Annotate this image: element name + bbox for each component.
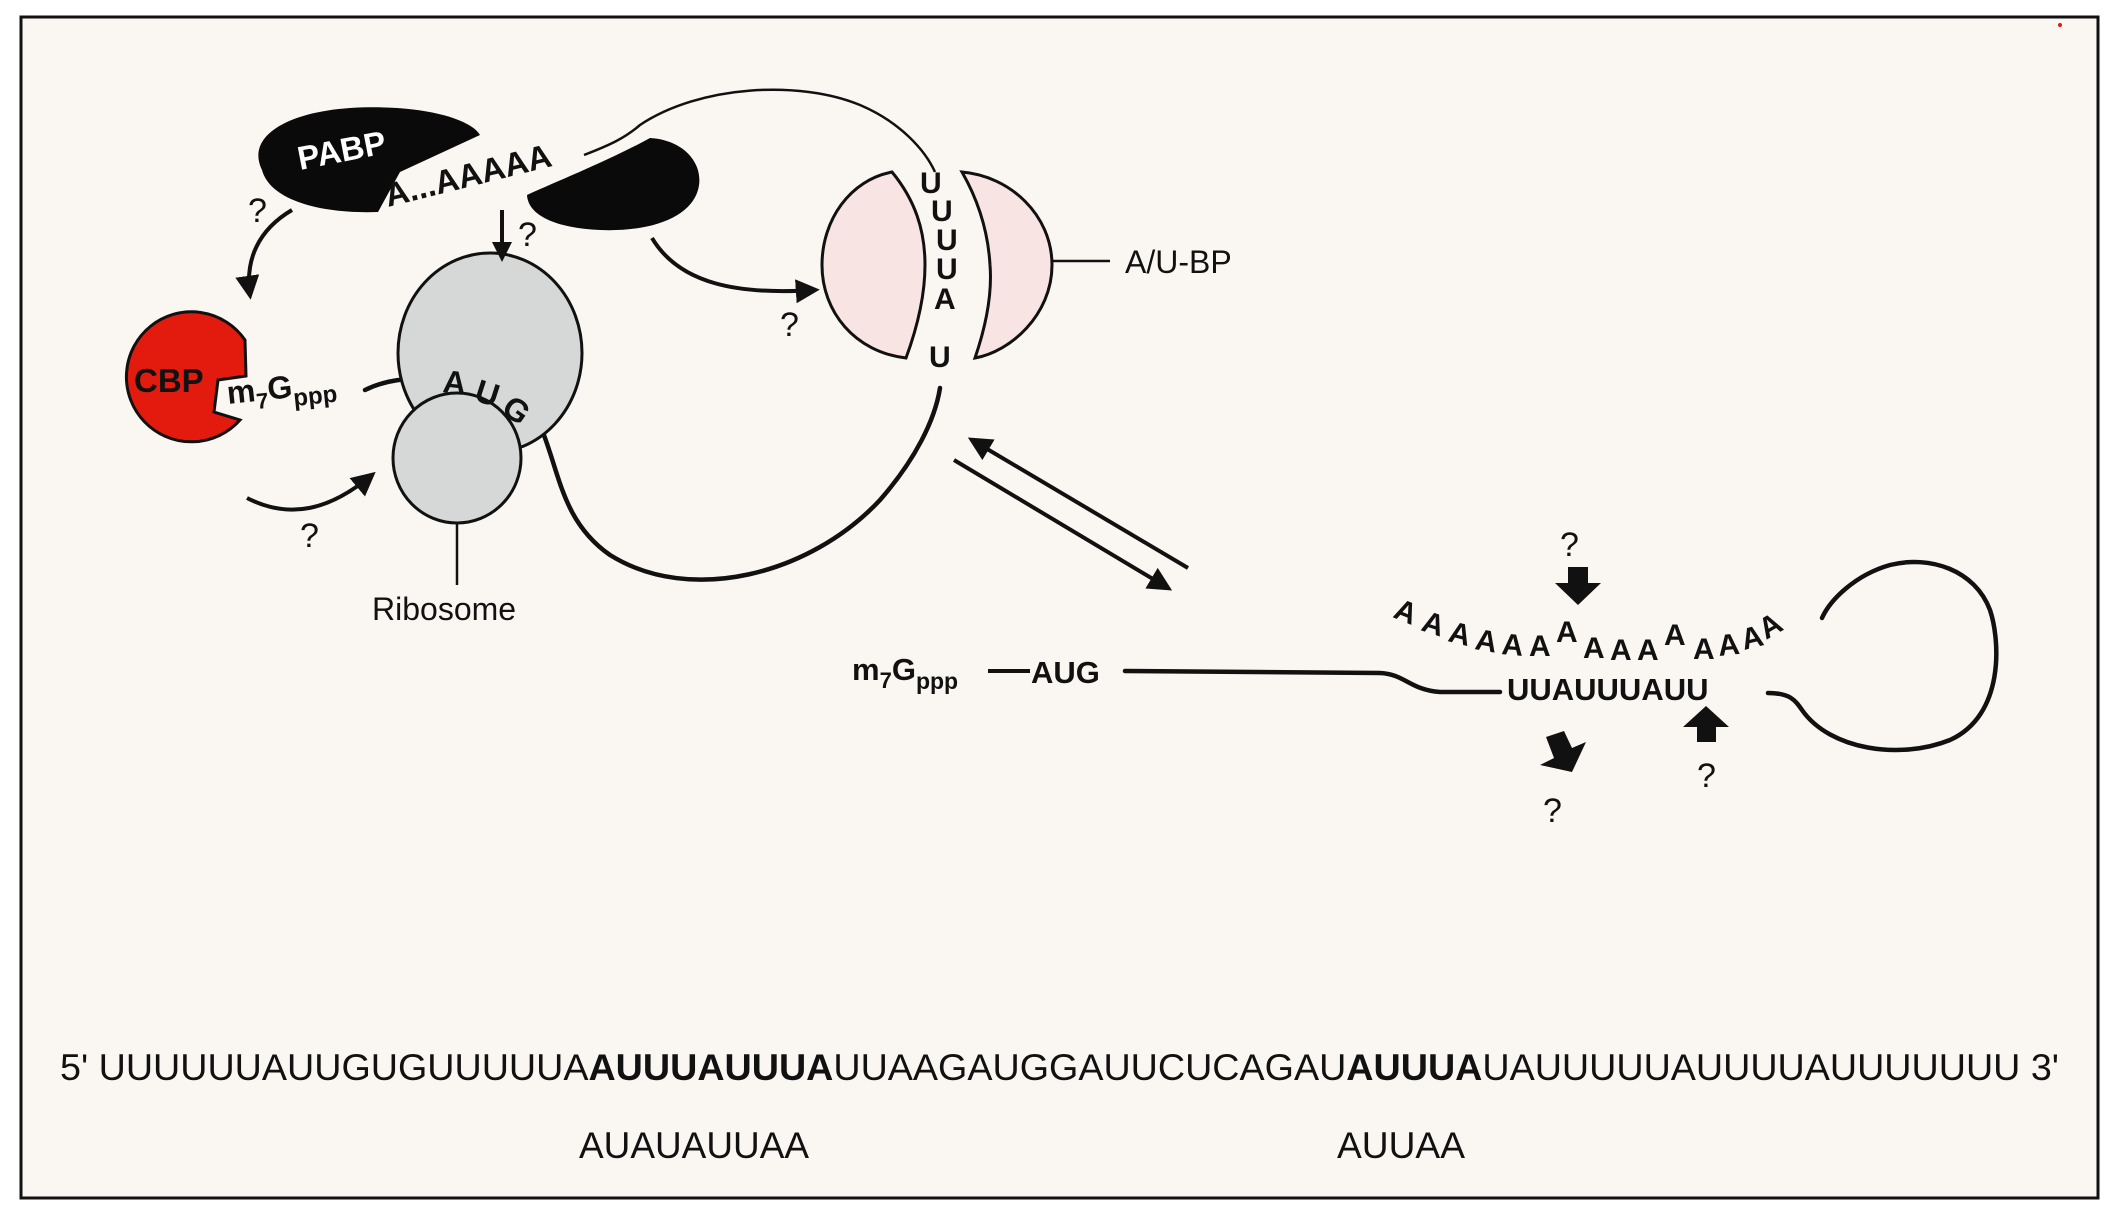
sequence-segment-bold: AUUUA [1346, 1047, 1482, 1088]
svg-text:A: A [1693, 633, 1715, 666]
linear-aug-label: AUG [1031, 655, 1100, 690]
svg-text:A: A [934, 283, 956, 316]
question-mark: ? [300, 517, 319, 555]
cap-structure-label: m7Gppp [225, 364, 339, 419]
block-arrow-diagonal [1540, 731, 1586, 772]
block-arrow-up [1683, 706, 1729, 742]
pabp-right-protein [527, 138, 700, 231]
svg-text:A: A [1529, 630, 1551, 663]
aubp-right-half [959, 170, 1054, 360]
five-prime-label: 5' [60, 1047, 88, 1088]
aug-a: A [441, 363, 468, 401]
are-element-label: UUAUUUAUU [1507, 672, 1709, 707]
block-arrow-down [1555, 567, 1601, 605]
question-mark: ? [1543, 792, 1562, 830]
equilibrium-arrows [952, 437, 1190, 591]
three-prime-label: 3' [2031, 1047, 2059, 1088]
cbp-protein [124, 310, 248, 444]
sequence-annotation: AUUAA [1337, 1125, 1465, 1166]
aubp-left-half [820, 170, 927, 360]
svg-text:A: A [1637, 634, 1659, 667]
speck-mark [2058, 23, 2062, 27]
ribosome-label: Ribosome [372, 591, 516, 627]
sequence-segment: UUAAGAUGGAUUCUCAGAU [833, 1047, 1346, 1088]
question-mark: ? [248, 192, 267, 230]
arrow-pabp-to-aubp [650, 236, 820, 304]
arrow-pabp-to-cbp [235, 208, 294, 300]
svg-text:A: A [1500, 628, 1524, 663]
sequence-annotation: AUAUAUUAA [579, 1125, 809, 1166]
figure-frame [19, 15, 2100, 1200]
linear-cap-label: m7Gppp [852, 652, 958, 694]
question-mark: ? [1560, 526, 1579, 564]
aubp-bound-sequence: U U U U A U [920, 167, 958, 374]
mrna-loop-strand [535, 385, 943, 582]
question-mark: ? [1697, 757, 1716, 795]
linear-mrna-strand [1122, 668, 1503, 695]
aubp-label: A/U-BP [1125, 244, 1232, 280]
sequence-segment-bold: AUUUAUUUA [588, 1047, 833, 1088]
forward-arrow [952, 458, 1173, 591]
arrow-to-ribosome [246, 471, 376, 512]
svg-text:U: U [929, 341, 951, 374]
reverse-arrow [967, 437, 1190, 570]
mrna-upper-strand [583, 88, 937, 173]
svg-text:A: A [1716, 628, 1741, 663]
svg-text:A: A [1664, 619, 1686, 652]
svg-text:A: A [1583, 632, 1605, 665]
svg-text:A: A [1610, 634, 1632, 667]
svg-text:A: A [1556, 616, 1578, 649]
question-mark: ? [780, 306, 799, 344]
pabp-left-protein [258, 107, 480, 213]
question-mark: ? [518, 216, 537, 254]
cbp-label: CBP [134, 362, 204, 399]
svg-text:U: U [931, 195, 953, 228]
svg-text:U: U [920, 167, 942, 200]
sequence-segment: UAUUUUUAUUUUAUUUUUUU [1482, 1047, 2020, 1088]
svg-text:U: U [936, 253, 958, 286]
sequence-segment: UUUUUUAUUGUGUUUUUA [99, 1047, 589, 1088]
stem-loop-strand [1765, 559, 1999, 753]
linear-model: m7Gppp AUG A A A A A A A A A A A A A A A… [852, 526, 1999, 830]
svg-text:U: U [936, 224, 958, 257]
